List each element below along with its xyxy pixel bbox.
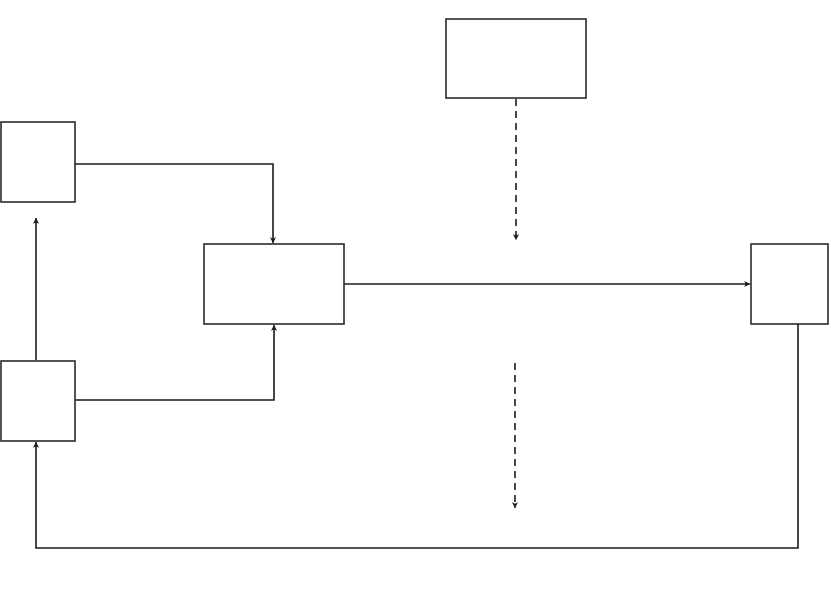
node-top-left[interactable] — [0, 121, 76, 203]
edge-right-feedback-to-bottom-left — [32, 324, 799, 549]
node-top-middle[interactable] — [445, 18, 587, 99]
edge-top-left-to-center — [75, 163, 277, 244]
nodes-layer — [0, 18, 829, 442]
edges-layer — [32, 99, 799, 549]
node-bottom-left-box[interactable] — [0, 360, 76, 442]
node-center[interactable] — [203, 243, 345, 325]
node-top-middle-box[interactable] — [445, 18, 587, 99]
node-right[interactable] — [750, 243, 829, 325]
node-right-box[interactable] — [750, 243, 829, 325]
node-center-box[interactable] — [203, 243, 345, 325]
edge-bottom-left-to-center — [75, 324, 278, 401]
node-bottom-left[interactable] — [0, 360, 76, 442]
node-top-left-box[interactable] — [0, 121, 76, 203]
